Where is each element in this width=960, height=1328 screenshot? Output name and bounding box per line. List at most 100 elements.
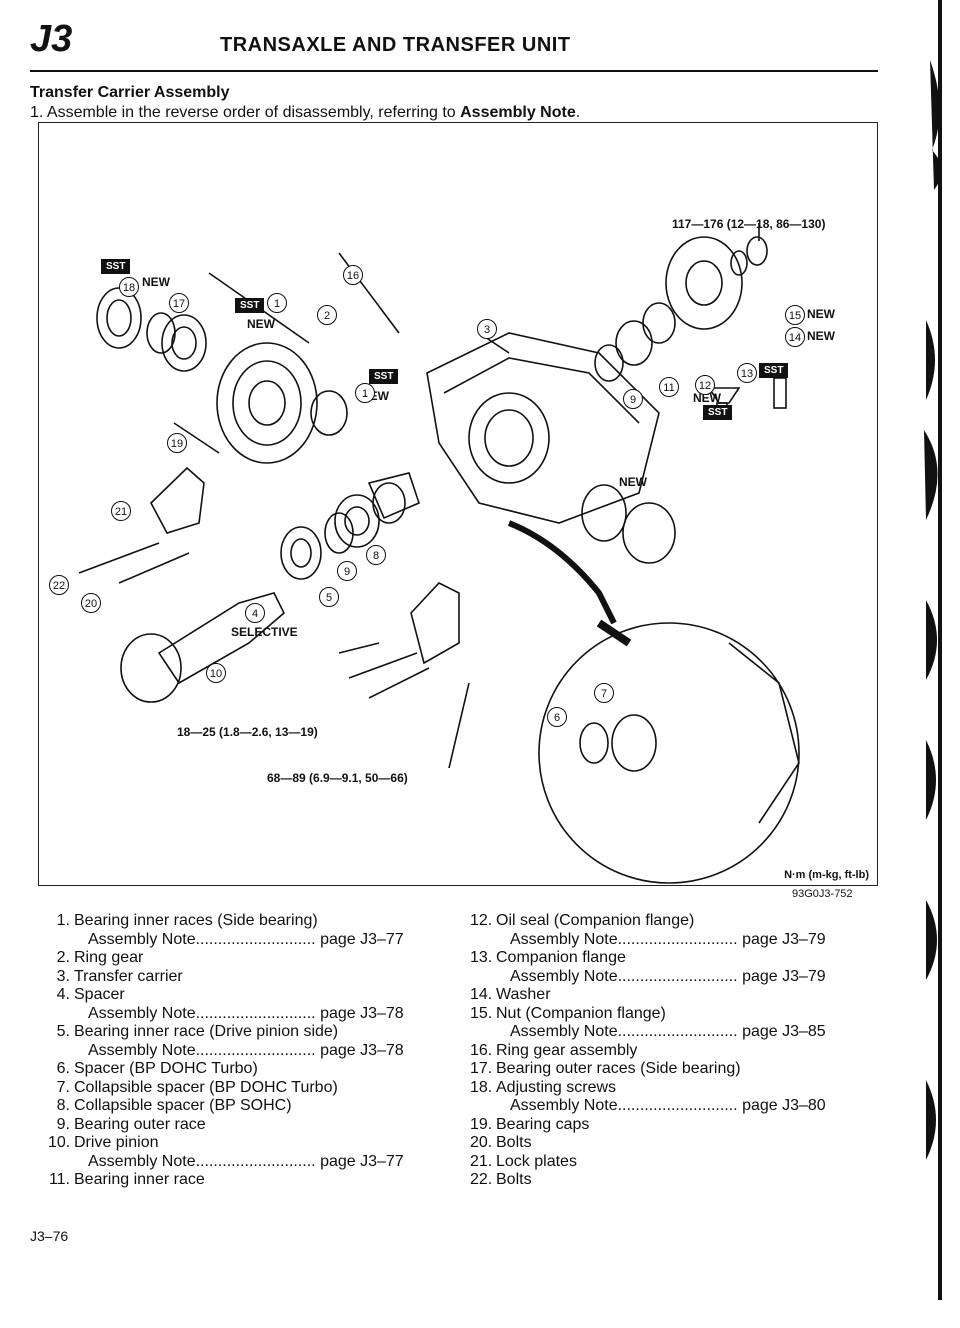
legend-item-number: 7. bbox=[56, 1078, 70, 1096]
legend-item: 9.Bearing outer race bbox=[48, 1116, 404, 1135]
legend-item: 13.Companion flange bbox=[470, 949, 826, 968]
legend-item-number: 17. bbox=[470, 1060, 493, 1077]
callout-9b: 9 bbox=[623, 389, 643, 409]
sst-tag: SST bbox=[235, 298, 265, 313]
legend-item-text: Spacer bbox=[74, 986, 125, 1003]
callout-8: 8 bbox=[366, 545, 386, 565]
legend-item: 12.Oil seal (Companion flange) bbox=[470, 912, 826, 931]
sst-tag: SST bbox=[369, 369, 399, 384]
legend-item: 4.Spacer bbox=[48, 986, 404, 1005]
step-bold-text: Assembly Note bbox=[460, 104, 576, 121]
callout-5: 5 bbox=[319, 587, 339, 607]
sst-tag: SST bbox=[703, 405, 733, 420]
legend-item-text: Collapsible spacer (BP DOHC Turbo) bbox=[74, 1078, 338, 1096]
new-tag: NEW bbox=[619, 475, 647, 489]
legend-note-text: Assembly Note...........................… bbox=[88, 1041, 404, 1059]
new-tag: NEW bbox=[142, 275, 170, 289]
legend-item-number: 4. bbox=[56, 986, 70, 1003]
companion-flange-shape bbox=[665, 236, 743, 330]
legend-item-text: Adjusting screws bbox=[496, 1078, 617, 1096]
legend-item-text: Transfer carrier bbox=[74, 967, 183, 985]
legend-assembly-note: Assembly Note...........................… bbox=[48, 1042, 404, 1061]
legend-item: 8.Collapsible spacer (BP SOHC) bbox=[48, 1097, 404, 1116]
selective-tag: SELECTIVE bbox=[231, 625, 298, 639]
callout-17: 17 bbox=[169, 293, 189, 313]
legend-item-number: 19. bbox=[470, 1115, 493, 1133]
legend-item-number: 6. bbox=[56, 1060, 70, 1077]
legend-item-text: Bolts bbox=[496, 1171, 532, 1188]
legend-item: 16.Ring gear assembly bbox=[470, 1042, 826, 1061]
parts-legend-left: 1.Bearing inner races (Side bearing)Asse… bbox=[48, 912, 404, 1190]
sst-tag: SST bbox=[759, 363, 789, 378]
figure-code: 93G0J3-752 bbox=[792, 888, 853, 900]
legend-item-number: 15. bbox=[470, 1004, 493, 1022]
legend-item-number: 5. bbox=[56, 1023, 70, 1040]
legend-item: 5.Bearing inner race (Drive pinion side) bbox=[48, 1023, 404, 1042]
legend-item-text: Lock plates bbox=[496, 1152, 577, 1170]
legend-item: 22.Bolts bbox=[470, 1171, 826, 1190]
legend-item-number: 9. bbox=[56, 1115, 70, 1133]
callout-13: 13 bbox=[737, 363, 757, 383]
section-title: Transfer Carrier Assembly bbox=[30, 84, 230, 101]
legend-item: 21.Lock plates bbox=[470, 1153, 826, 1172]
legend-item: 10.Drive pinion bbox=[48, 1134, 404, 1153]
legend-item-number: 21. bbox=[470, 1152, 493, 1170]
exploded-view-figure: 117—176 (12—18, 86—130) 18—25 (1.8—2.6, … bbox=[38, 122, 878, 886]
callout-11: 11 bbox=[659, 377, 679, 397]
legend-item-number: 16. bbox=[470, 1041, 493, 1059]
legend-note-text: Assembly Note...........................… bbox=[88, 930, 404, 948]
legend-note-text: Assembly Note...........................… bbox=[88, 1152, 404, 1170]
legend-item-text: Nut (Companion flange) bbox=[496, 1004, 666, 1022]
legend-item: 11.Bearing inner race bbox=[48, 1171, 404, 1190]
torque-spec-companion-nut: 117—176 (12—18, 86—130) bbox=[672, 217, 826, 231]
legend-item-number: 8. bbox=[56, 1097, 70, 1114]
legend-item: 6.Spacer (BP DOHC Turbo) bbox=[48, 1060, 404, 1079]
bearing-cap-shape bbox=[150, 466, 205, 534]
callout-18: 18 bbox=[119, 277, 139, 297]
legend-item: 18.Adjusting screws bbox=[470, 1079, 826, 1098]
legend-item: 19.Bearing caps bbox=[470, 1116, 826, 1135]
callout-1: 1 bbox=[267, 293, 287, 313]
new-tag: NEW bbox=[247, 317, 275, 331]
binding-edge-decoration bbox=[924, 0, 942, 1300]
legend-item: 2.Ring gear bbox=[48, 949, 404, 968]
legend-item: 17.Bearing outer races (Side bearing) bbox=[470, 1060, 826, 1079]
legend-item: 20.Bolts bbox=[470, 1134, 826, 1153]
detail-circle bbox=[538, 622, 800, 884]
legend-note-text: Assembly Note...........................… bbox=[510, 967, 826, 985]
callout-22: 22 bbox=[49, 575, 69, 595]
callout-19: 19 bbox=[167, 433, 187, 453]
callout-2: 2 bbox=[317, 305, 337, 325]
step-text: 1. Assemble in the reverse order of disa… bbox=[30, 104, 456, 121]
units-label: N·m (m-kg, ft-lb) bbox=[784, 869, 869, 881]
legend-item-text: Bearing outer race bbox=[74, 1115, 206, 1133]
new-tag: NEW bbox=[693, 391, 721, 405]
legend-item-text: Bolts bbox=[496, 1134, 532, 1151]
callout-4: 4 bbox=[245, 603, 265, 623]
legend-item-text: Ring gear assembly bbox=[496, 1041, 638, 1059]
callout-15: 15 bbox=[785, 305, 805, 325]
page-number: J3–76 bbox=[30, 1228, 69, 1244]
legend-item: 1.Bearing inner races (Side bearing) bbox=[48, 912, 404, 931]
legend-item-number: 10. bbox=[48, 1134, 71, 1151]
instruction-step: 1. Assemble in the reverse order of disa… bbox=[30, 104, 580, 122]
legend-note-text: Assembly Note...........................… bbox=[510, 1023, 826, 1040]
legend-item-number: 1. bbox=[56, 912, 70, 929]
callout-20: 20 bbox=[81, 593, 101, 613]
legend-item-text: Spacer (BP DOHC Turbo) bbox=[74, 1060, 258, 1077]
legend-assembly-note: Assembly Note...........................… bbox=[470, 968, 826, 987]
legend-item-text: Companion flange bbox=[496, 949, 626, 966]
legend-assembly-note: Assembly Note...........................… bbox=[470, 1023, 826, 1042]
callout-21: 21 bbox=[111, 501, 131, 521]
parts-legend-right: 12.Oil seal (Companion flange)Assembly N… bbox=[470, 912, 826, 1190]
callout-9: 9 bbox=[337, 561, 357, 581]
page-title: TRANSAXLE AND TRANSFER UNIT bbox=[220, 34, 571, 56]
legend-note-text: Assembly Note...........................… bbox=[510, 930, 826, 948]
header-rule bbox=[30, 70, 878, 72]
legend-item-text: Washer bbox=[496, 986, 551, 1003]
step-suffix: . bbox=[575, 104, 581, 121]
legend-item-text: Drive pinion bbox=[74, 1134, 159, 1151]
legend-note-text: Assembly Note...........................… bbox=[510, 1097, 826, 1114]
legend-item-number: 18. bbox=[470, 1078, 493, 1096]
callout-7: 7 bbox=[594, 683, 614, 703]
